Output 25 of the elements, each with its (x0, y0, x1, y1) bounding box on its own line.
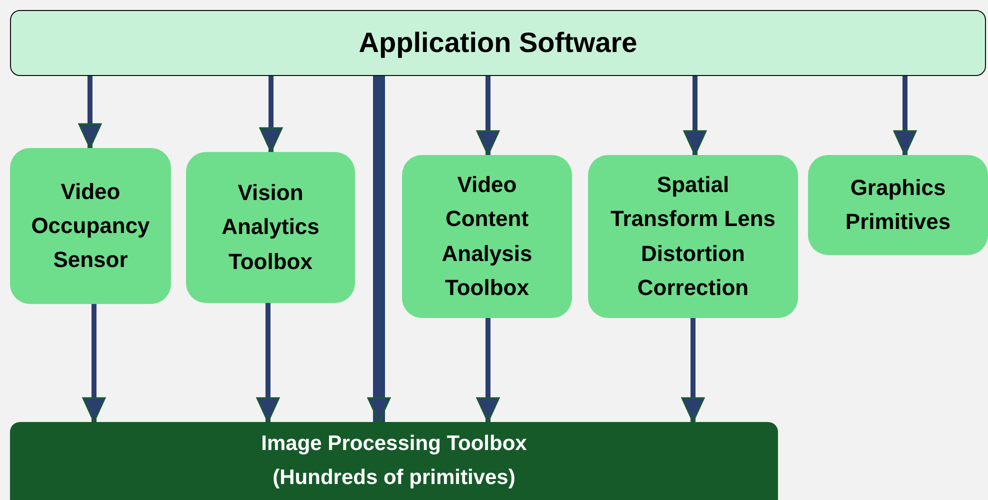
process-box (10, 148, 171, 304)
box-label: Vision Analytics Toolbox (220, 179, 320, 276)
box-label: Application Software (358, 26, 638, 60)
arrow (476, 76, 500, 156)
arrow (893, 76, 917, 156)
arrow (681, 318, 705, 423)
process-box (588, 155, 798, 318)
arrow (259, 76, 283, 153)
process-box (10, 10, 986, 76)
box-label: Video Occupancy Sensor (30, 178, 151, 274)
arrow (476, 318, 500, 423)
box-label: Spatial Transform Lens Distortion Correction (609, 171, 777, 302)
arrow (82, 304, 106, 423)
process-box (808, 155, 988, 255)
arrow (367, 76, 391, 423)
arrow (78, 76, 102, 149)
arrow (256, 303, 280, 423)
process-box (186, 152, 355, 303)
box-label: Image Processing Toolbox (261, 431, 527, 458)
arrow (683, 76, 707, 156)
box-label: Video Content Analysis Toolbox (440, 171, 534, 302)
process-box (10, 422, 778, 500)
box-label: (Hundreds of primitives) (272, 465, 516, 491)
box-label: Graphics Primitives (844, 174, 952, 236)
process-box (402, 155, 572, 318)
